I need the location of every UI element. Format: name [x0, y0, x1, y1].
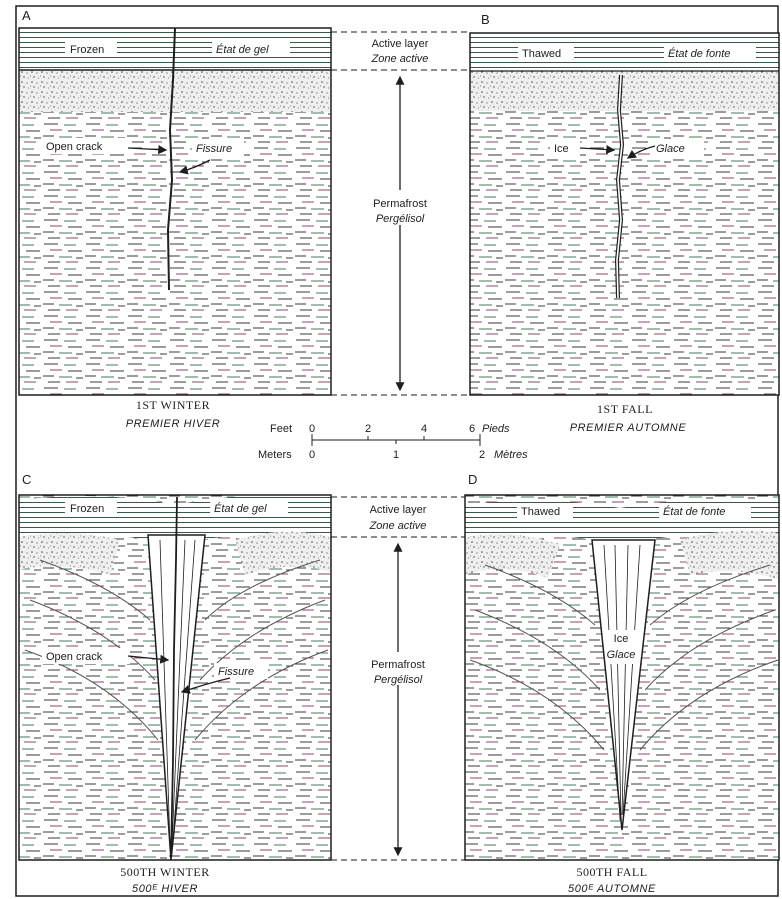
- panel-c-active-fr: État de gel: [214, 502, 267, 515]
- caption-a-fr: PREMIER HIVER: [126, 418, 221, 430]
- panel-c-active-en: Frozen: [70, 503, 104, 515]
- scale-feet-tick-2: 2: [365, 423, 371, 435]
- panel-a-crack-en: Open crack: [46, 141, 103, 153]
- panel-d-active-fr: État de fonte: [663, 505, 725, 518]
- caption-b-fr: PREMIER AUTOMNE: [570, 422, 687, 434]
- panel-c-crack-en: Open crack: [46, 651, 103, 663]
- panel-a-active-fr: État de gel: [216, 43, 269, 56]
- scale-meter-tick-0: 0: [309, 449, 315, 461]
- panel-b-ice-fr: Glace: [656, 143, 685, 155]
- caption-d-fr: 500ᴱ AUTOMNE: [568, 883, 656, 895]
- panel-b-active-en: Thawed: [522, 48, 561, 60]
- scale-meters-label: Meters: [258, 449, 292, 461]
- scale-meters-unit-fr: Mètres: [494, 449, 528, 461]
- panel-c-letter: C: [22, 472, 31, 487]
- panel-a: [19, 28, 331, 395]
- panel-d-ice-en: Ice: [614, 633, 629, 645]
- scale-feet-tick-6: 6: [469, 423, 475, 435]
- scale-feet-tick-4: 4: [421, 423, 427, 435]
- caption-c-en: 500TH WINTER: [120, 865, 209, 879]
- center-top-permafrost-fr: Pergélisol: [376, 213, 425, 225]
- scale-bar: [312, 434, 480, 446]
- center-bottom-active-fr: Zone active: [369, 520, 427, 532]
- panel-b-ice-en: Ice: [554, 143, 569, 155]
- panel-c-crack-fr: Fissure: [218, 666, 254, 678]
- center-bottom-active-en: Active layer: [370, 504, 427, 516]
- panel-d-active-en: Thawed: [521, 506, 560, 518]
- center-top-permafrost-en: Permafrost: [373, 198, 427, 210]
- center-bottom-permafrost-fr: Pergélisol: [374, 674, 423, 686]
- scale-feet-unit-fr: Pieds: [482, 423, 510, 435]
- center-top-active-en: Active layer: [372, 38, 429, 50]
- scale-feet-label: Feet: [270, 423, 292, 435]
- panel-a-crack-fr: Fissure: [196, 143, 232, 155]
- caption-c-fr: 500ᴱ HIVER: [132, 883, 198, 895]
- panel-b: [470, 33, 779, 395]
- panel-a-active-en: Frozen: [70, 44, 104, 56]
- panel-c: [19, 495, 331, 860]
- center-bottom-permafrost-en: Permafrost: [371, 659, 425, 671]
- caption-a-en: 1ST WINTER: [136, 398, 210, 412]
- panel-a-letter: A: [22, 8, 31, 23]
- panel-d: [465, 495, 779, 860]
- panel-d-letter: D: [468, 472, 477, 487]
- scale-feet-tick-0: 0: [309, 423, 315, 435]
- center-top-active-fr: Zone active: [371, 53, 429, 65]
- scale-meter-tick-1: 1: [393, 449, 399, 461]
- caption-b-en: 1ST FALL: [597, 402, 653, 416]
- panel-b-active-fr: État de fonte: [668, 47, 730, 60]
- caption-d-en: 500TH FALL: [576, 865, 647, 879]
- scale-meter-tick-2: 2: [479, 449, 485, 461]
- panel-d-ice-fr: Glace: [607, 649, 636, 661]
- panel-b-letter: B: [481, 12, 490, 27]
